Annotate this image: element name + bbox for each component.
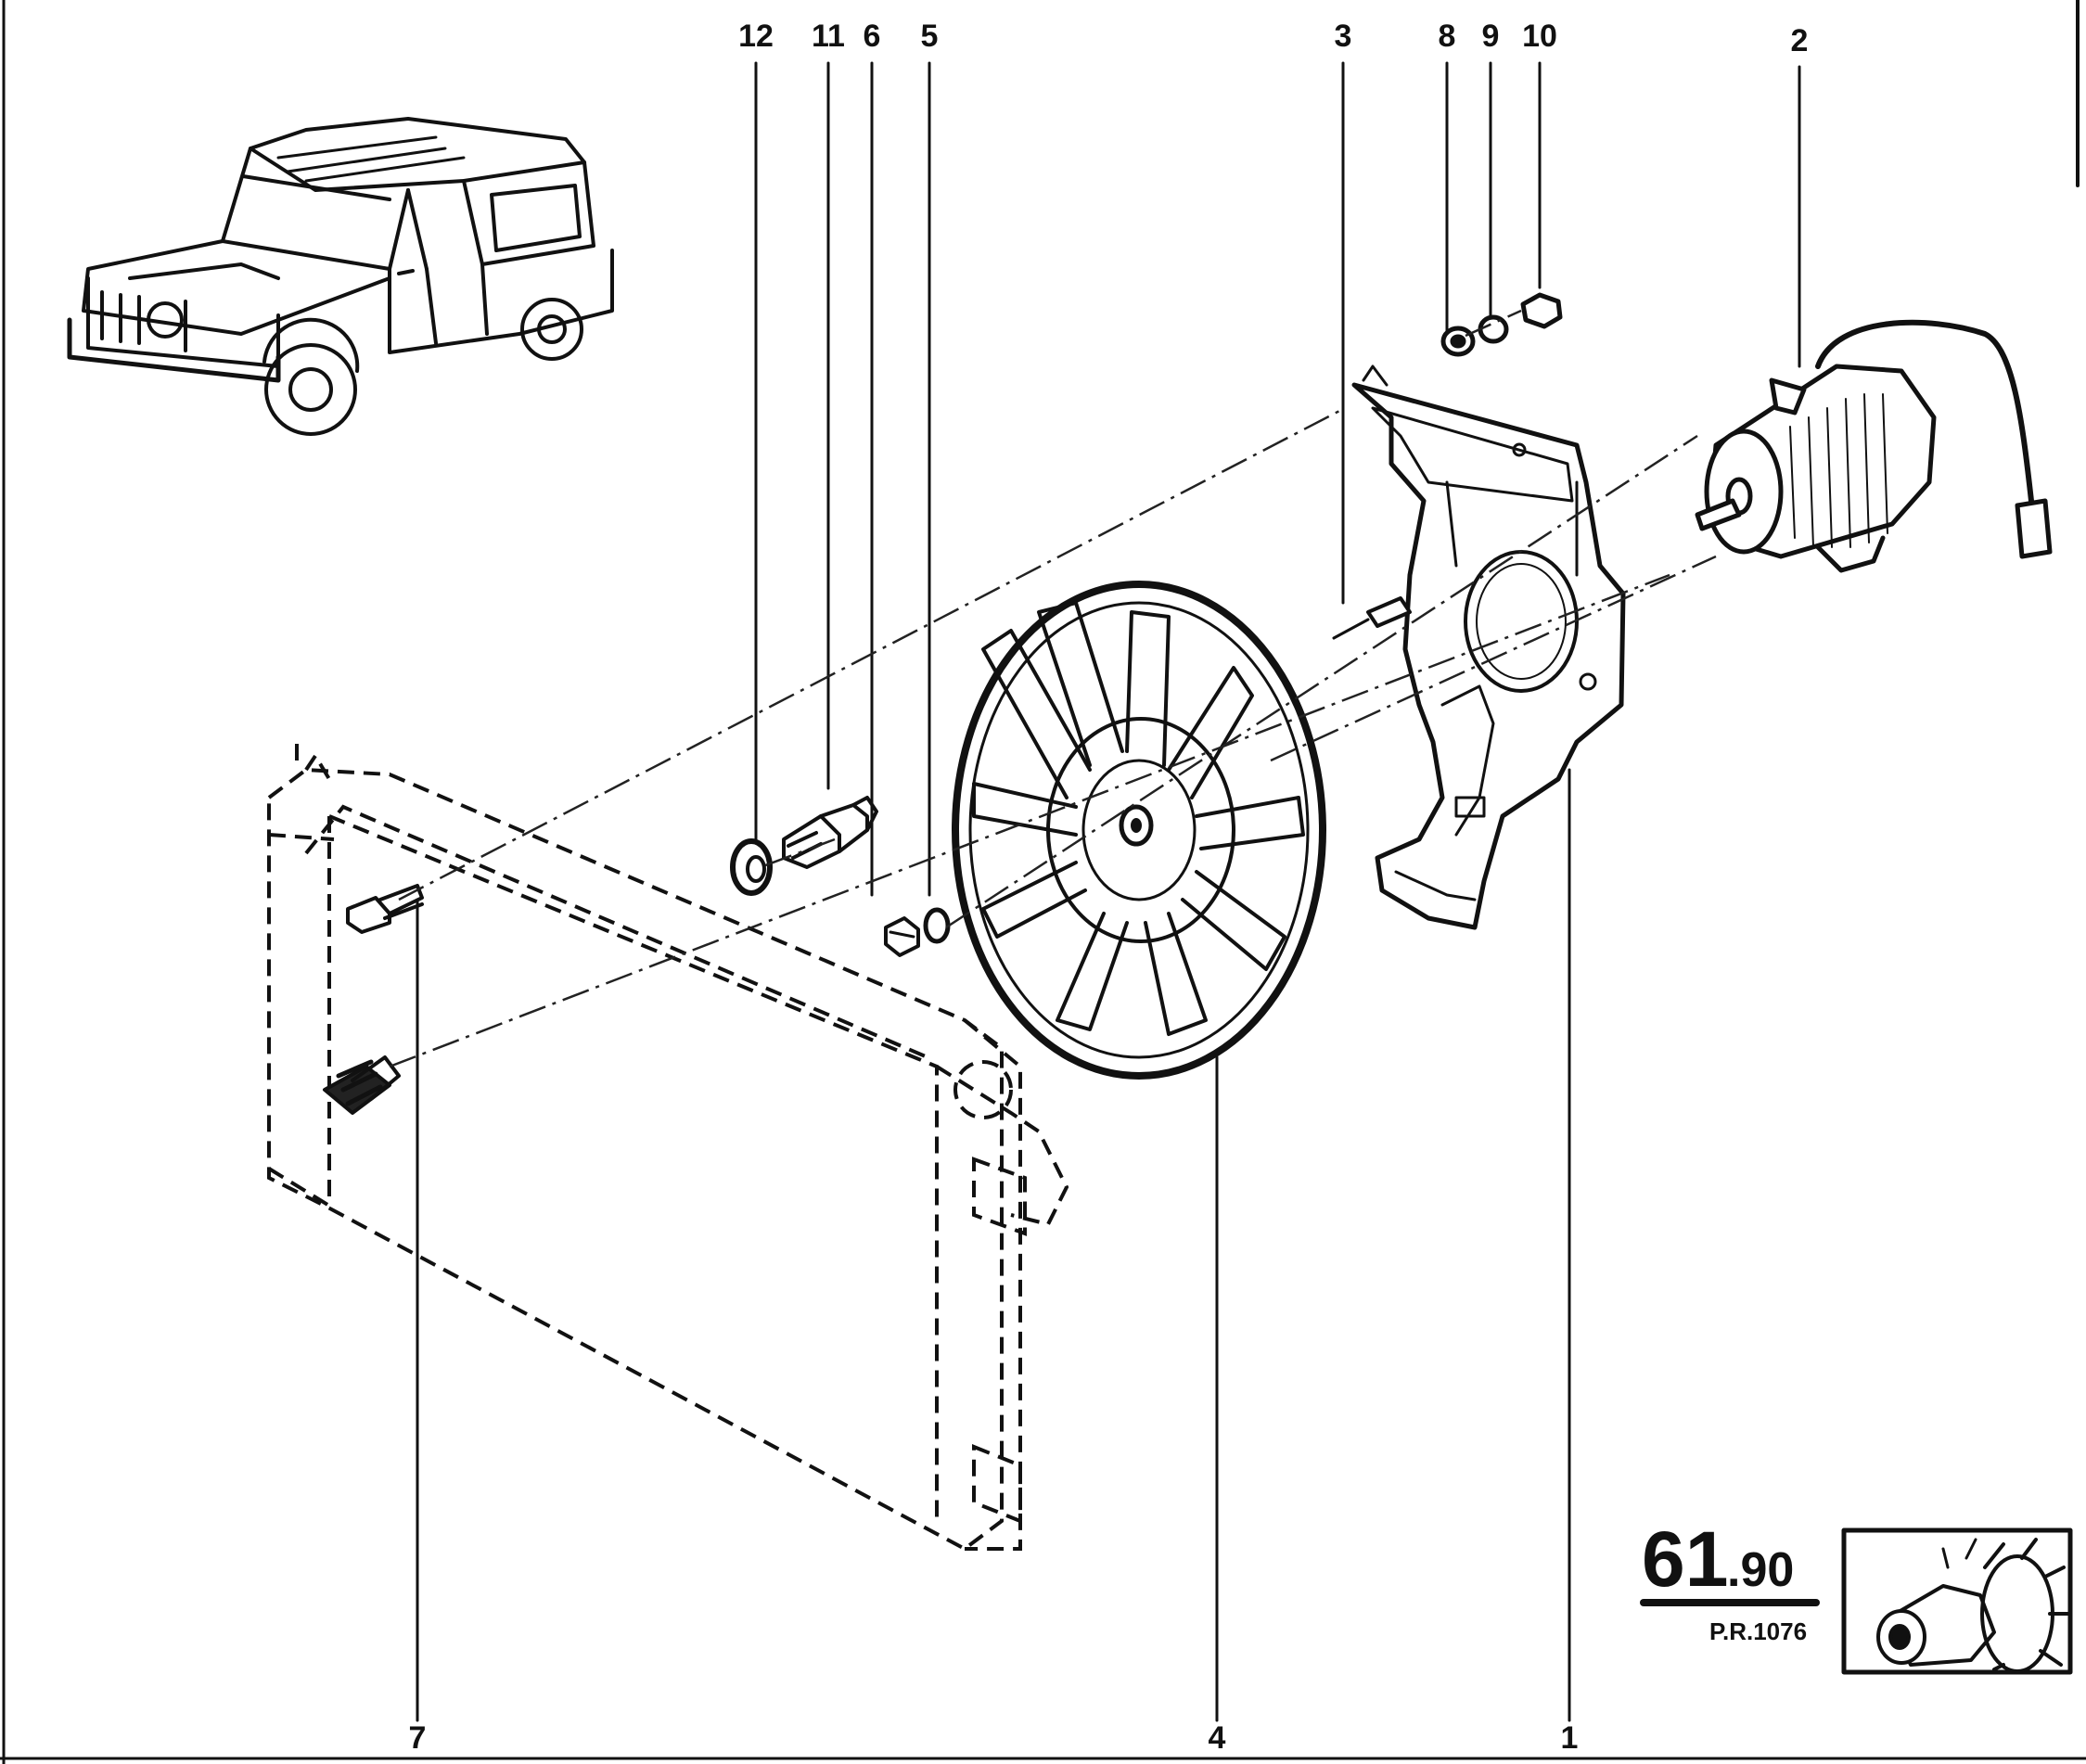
callout-8: 8 xyxy=(1439,19,1456,54)
callout-1: 1 xyxy=(1561,1720,1579,1756)
fan-4 xyxy=(952,581,1326,1080)
radiator-outline xyxy=(267,742,1069,1552)
alignment-lines xyxy=(389,309,1717,1068)
callout-10: 10 xyxy=(1522,19,1557,54)
washer-12 xyxy=(730,838,773,896)
section-thumbnail xyxy=(1841,1528,2073,1675)
reference-pr-code: P.R.1076 xyxy=(1709,1617,1807,1645)
reference-label: 61 .90 P.R.1076 xyxy=(1640,1515,1820,1645)
vehicle-illustration xyxy=(67,117,614,436)
callout-12: 12 xyxy=(738,19,774,54)
washer-5 xyxy=(923,907,951,944)
fan-motor-thumbnail-icon xyxy=(1876,1538,2070,1673)
fan-motor-2 xyxy=(1695,319,2053,573)
callout-7: 7 xyxy=(409,1720,427,1756)
washer-9 xyxy=(1478,314,1509,344)
callout-4: 4 xyxy=(1209,1720,1226,1756)
fan-bracket-1 xyxy=(1351,364,1626,930)
bolt-7 xyxy=(346,884,424,934)
callout-9: 9 xyxy=(1482,19,1500,54)
callout-11: 11 xyxy=(812,19,845,54)
screw-3 xyxy=(1332,596,1412,640)
bottom-leader-lines xyxy=(416,768,1571,1722)
threaded-fitting xyxy=(323,1055,401,1115)
thermal-switch-11 xyxy=(782,796,878,869)
nut-6 xyxy=(884,916,920,957)
callout-5: 5 xyxy=(921,19,939,54)
reference-main-number: 61 xyxy=(1642,1515,1728,1603)
callout-6: 6 xyxy=(864,19,881,54)
callout-3: 3 xyxy=(1335,19,1352,54)
top-leader-lines xyxy=(754,61,1801,897)
washer-8 xyxy=(1440,326,1476,357)
nut-10 xyxy=(1520,292,1563,329)
reference-sub-number: .90 xyxy=(1727,1543,1794,1597)
callout-2: 2 xyxy=(1791,23,1809,58)
